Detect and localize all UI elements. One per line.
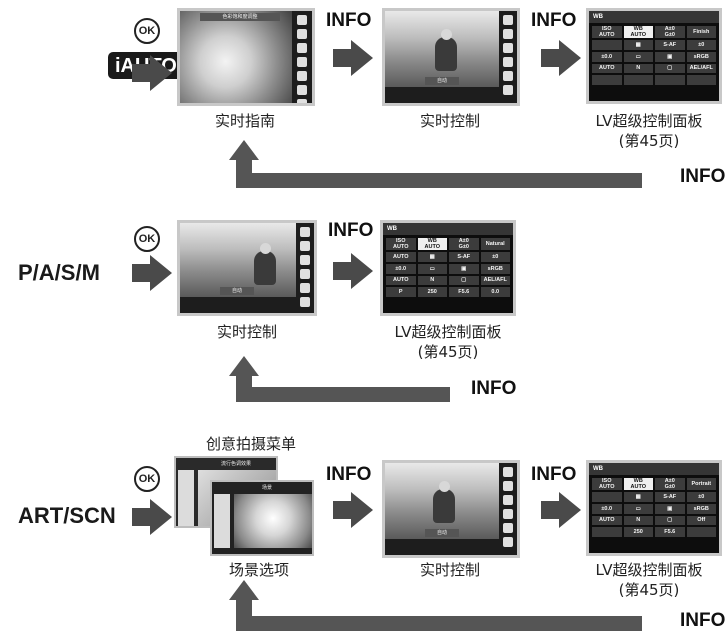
- caption-page-ref-1: (第45页): [618, 132, 680, 150]
- live-control-screen: 自动: [382, 460, 520, 558]
- arrow-right-icon: [333, 253, 373, 289]
- arrow-right-icon: [541, 492, 581, 528]
- return-loop-arrow-icon: [229, 356, 450, 402]
- info-label-4: INFO: [328, 220, 374, 241]
- caption-scene-select: 场景选项: [228, 561, 289, 579]
- caption-live-control-2: 实时控制: [216, 323, 277, 341]
- return-loop-arrow-icon: [229, 580, 642, 631]
- ok-button-icon: OK: [134, 18, 160, 44]
- live-control-screen: 自动: [177, 220, 317, 316]
- caption-page-ref-2: (第45页): [417, 343, 479, 361]
- info-label-7: INFO: [531, 464, 577, 485]
- info-label-5: INFO: [471, 378, 517, 399]
- ok-button-icon: OK: [134, 226, 160, 252]
- caption-page-ref-3: (第45页): [618, 581, 680, 599]
- return-loop-arrow-icon: [229, 140, 642, 188]
- arrow-right-icon: [132, 255, 172, 291]
- guide-title: 色彩饱和度调整: [200, 13, 280, 21]
- info-label-1: INFO: [326, 10, 372, 31]
- arrow-right-icon: [132, 499, 172, 535]
- live-control-screen: 自动: [382, 8, 520, 106]
- mode-artscn-label: ART/SCN: [18, 503, 116, 528]
- info-label-2: INFO: [531, 10, 577, 31]
- info-label-8: INFO: [680, 610, 725, 631]
- caption-super-panel-2: LV超级控制面板: [394, 323, 502, 341]
- caption-live-control-1: 实时控制: [419, 112, 480, 130]
- ok-button-icon: OK: [134, 466, 160, 492]
- info-label-3: INFO: [680, 166, 725, 187]
- caption-live-control-3: 实时控制: [419, 561, 480, 579]
- caption-super-panel-3: LV超级控制面板: [595, 561, 703, 579]
- caption-art-menu: 创意拍摄菜单: [205, 435, 296, 453]
- caption-super-panel-1: LV超级控制面板: [595, 112, 703, 130]
- live-guide-screen: 色彩饱和度调整: [177, 8, 315, 106]
- arrow-right-icon: [333, 40, 373, 76]
- mode-pasm-label: P/A/S/M: [18, 260, 100, 285]
- scene-menu-screen: 场景: [210, 480, 314, 556]
- arrow-right-icon: [132, 55, 172, 91]
- arrow-right-icon: [541, 40, 581, 76]
- info-label-6: INFO: [326, 464, 372, 485]
- arrow-right-icon: [333, 492, 373, 528]
- caption-live-guide: 实时指南: [214, 112, 275, 130]
